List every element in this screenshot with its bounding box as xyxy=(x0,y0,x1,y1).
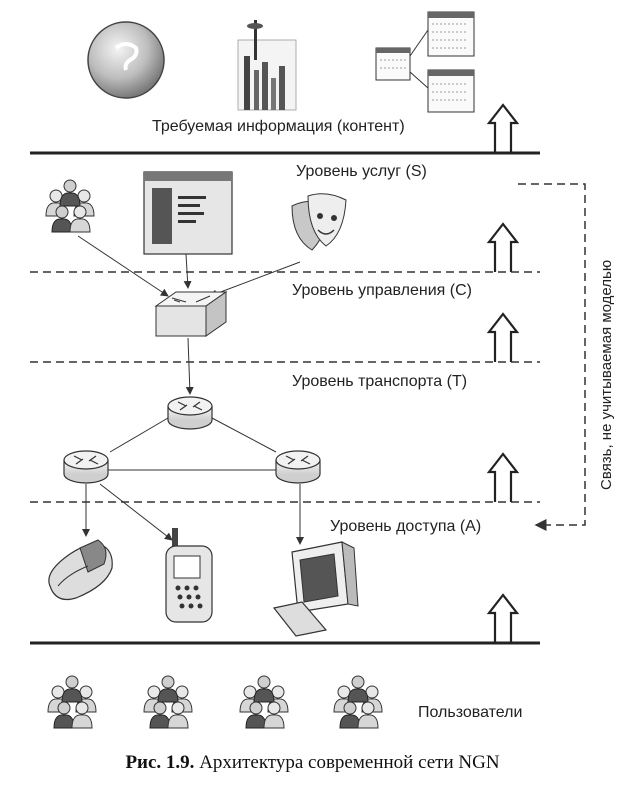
database-tables-icon xyxy=(375,11,475,113)
access-level-label: Уровень доступа (A) xyxy=(330,518,482,535)
router-icon xyxy=(167,396,213,430)
up-arrow-icon xyxy=(487,452,519,504)
user-group-icon xyxy=(144,676,192,728)
user-group-icon xyxy=(240,676,288,728)
services-level-label: Уровень услуг (S) xyxy=(296,163,427,180)
user-group-icon xyxy=(48,676,96,728)
transport-level-label: Уровень транспорта (T) xyxy=(292,373,468,390)
side-link-label: Связь, не учитываемая моделью xyxy=(598,259,615,490)
figure-caption: Рис. 1.9. Архитектура современной сети N… xyxy=(0,752,625,774)
content-label: Требуемая информация (контент) xyxy=(152,118,405,135)
globe-icon xyxy=(87,21,165,99)
phone-icon xyxy=(48,539,113,601)
router-icon xyxy=(63,450,109,484)
theater-masks-icon xyxy=(291,193,347,251)
up-arrow-icon xyxy=(487,222,519,274)
side-link-bracket xyxy=(518,183,586,531)
cellphone-icon xyxy=(165,528,213,623)
switch-icon xyxy=(154,291,228,337)
up-arrow-icon xyxy=(487,593,519,645)
computer-icon xyxy=(272,541,359,637)
city-chart-icon xyxy=(237,20,297,111)
caption-prefix: Рис. 1.9. xyxy=(125,752,195,773)
caption-text: Архитектура современной сети NGN xyxy=(199,752,500,773)
web-page-icon xyxy=(143,171,233,255)
up-arrow-icon xyxy=(487,103,519,155)
user-group-icon xyxy=(46,180,94,232)
control-level-label: Уровень управления (C) xyxy=(292,282,472,299)
up-arrow-icon xyxy=(487,312,519,364)
users-label: Пользователи xyxy=(418,704,523,721)
router-icon xyxy=(275,450,321,484)
user-group-icon xyxy=(334,676,382,728)
